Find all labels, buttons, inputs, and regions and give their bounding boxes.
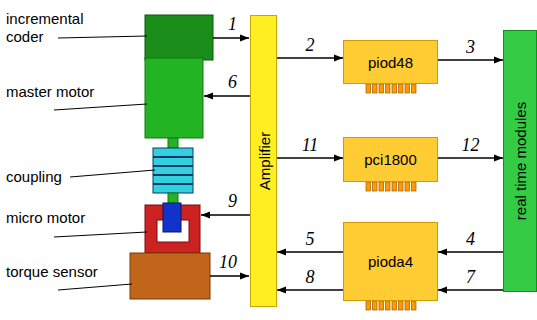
pin [392, 182, 397, 191]
pin [392, 84, 397, 93]
callout-number: 3 [466, 37, 475, 57]
pin [379, 84, 384, 93]
part-name: incremental coder [6, 10, 106, 46]
callout-number: 1 [228, 14, 237, 34]
callout-number: 7 [466, 267, 475, 287]
signal-arrow [438, 157, 503, 159]
pin [386, 84, 391, 93]
signal-arrow [438, 289, 503, 291]
signal-arrow [277, 57, 343, 59]
pin [412, 182, 417, 191]
callout-number: 2 [306, 35, 315, 55]
pin [405, 182, 410, 191]
callout-number: 11 [302, 135, 319, 155]
signal-arrow [438, 251, 503, 253]
part-name: master motor [6, 83, 106, 101]
callout-number: 6 [228, 72, 237, 92]
pin [373, 301, 378, 310]
callout-number: 12 [462, 135, 480, 155]
pin [386, 182, 391, 191]
coder-block [145, 15, 213, 60]
motor-body [145, 58, 203, 138]
pin [405, 301, 410, 310]
node-label: pioda4 [368, 253, 413, 270]
part-name: torque sensor [6, 263, 106, 281]
callout-number: 9 [228, 191, 237, 211]
io-card: pioda4 [343, 222, 438, 301]
pin [366, 182, 371, 191]
pin [405, 84, 410, 93]
pin [412, 301, 417, 310]
pin [399, 301, 404, 310]
signal-arrow [277, 157, 343, 159]
signal-wires [201, 38, 250, 276]
motor-shaft [168, 138, 178, 148]
pin [412, 84, 417, 93]
torque-sensor-body [130, 253, 210, 299]
callout-number: 5 [306, 229, 315, 249]
callout-number: 10 [219, 252, 237, 272]
node-label: Amplifier [255, 132, 272, 190]
pin [366, 84, 371, 93]
node-label: pci1800 [364, 151, 417, 168]
pin [379, 301, 384, 310]
signal-arrow [277, 289, 343, 291]
coupling-rings [153, 157, 193, 184]
pin [379, 182, 384, 191]
pin [399, 182, 404, 191]
node-label: piod48 [368, 54, 413, 71]
io-card: pci1800 [343, 137, 438, 182]
signal-arrow [438, 59, 503, 61]
pin [399, 84, 404, 93]
micro-motor-rotor [163, 203, 181, 232]
pin [386, 301, 391, 310]
callout-number: 4 [466, 229, 475, 249]
leader-lines [54, 36, 155, 290]
node-label: real time modules [512, 102, 529, 220]
pin [392, 301, 397, 310]
callout-number: 8 [306, 267, 315, 287]
pin [366, 301, 371, 310]
realtime-bar: real time modules [503, 30, 537, 292]
io-card: piod48 [343, 40, 438, 84]
signal-arrow [277, 251, 343, 253]
pin [373, 182, 378, 191]
coupling-body [153, 148, 193, 193]
part-name: coupling [6, 168, 106, 186]
amplifier-bar: Amplifier [250, 15, 277, 307]
pin [373, 84, 378, 93]
part-name: micro motor [6, 209, 106, 227]
